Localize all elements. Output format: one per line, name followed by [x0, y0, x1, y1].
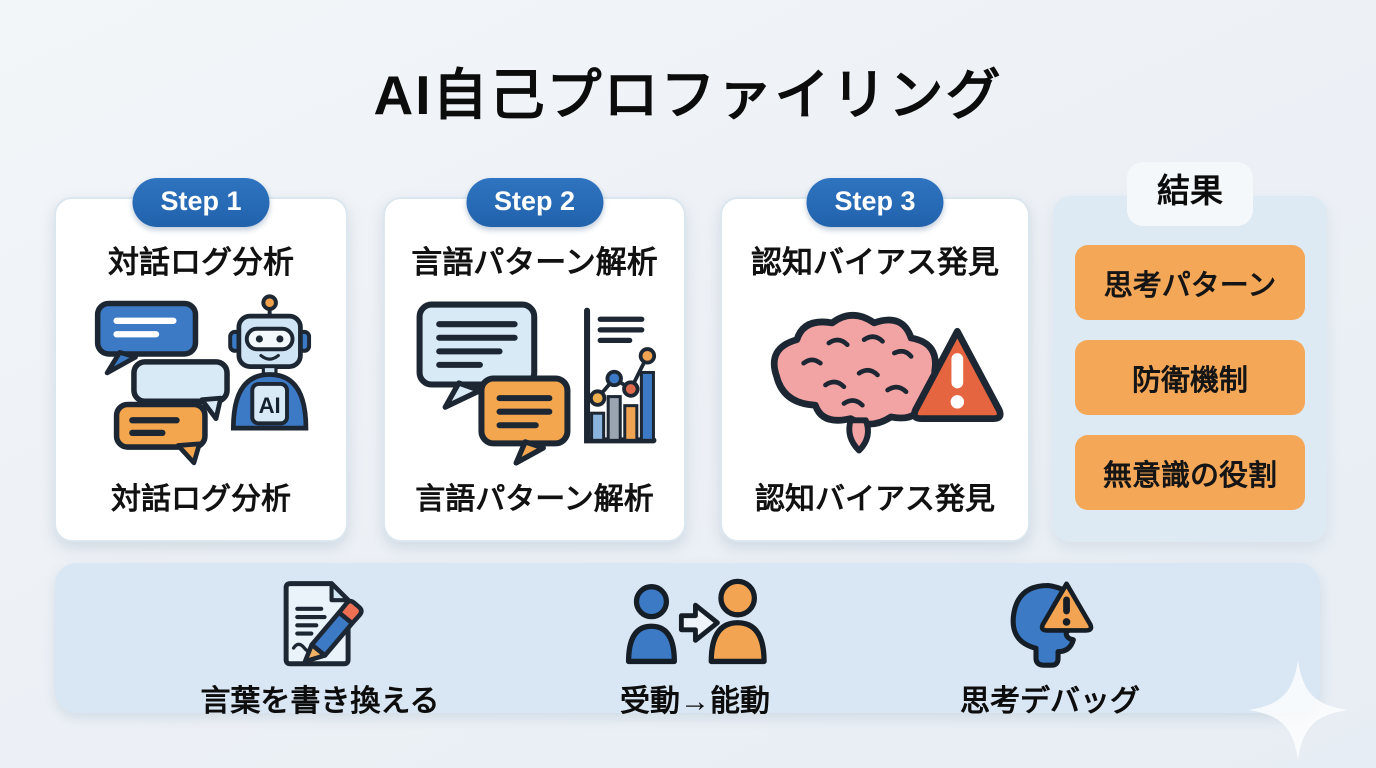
- head-warning-icon: [994, 575, 1106, 672]
- document-pencil-icon: [269, 575, 371, 672]
- page-title: AI自己プロファイリング: [373, 64, 1003, 126]
- step-2-heading: 言語パターン解析: [411, 245, 658, 280]
- results-list: 思考パターン 防衛機制 無意識の役割: [1075, 245, 1305, 530]
- step-1-heading: 対話ログ分析: [108, 245, 294, 280]
- chat-robot-icon: AI: [56, 286, 346, 474]
- band-item-thought-debug: 思考デバッグ: [860, 575, 1240, 720]
- result-box-defense-mechanism: 防衛機制: [1075, 340, 1305, 415]
- step-3-caption: 認知バイアス発見: [755, 483, 995, 516]
- step-3-heading: 認知バイアス発見: [751, 245, 999, 280]
- result-box-thinking-pattern: 思考パターン: [1075, 245, 1305, 320]
- speech-chart-icon: [385, 286, 684, 474]
- result-box-unconscious-role: 無意識の役割: [1075, 435, 1305, 510]
- sparkle-icon: [1248, 660, 1348, 765]
- step-1-badge: Step 1: [132, 178, 270, 227]
- band-item-rewrite-words: 言葉を書き換える: [130, 575, 510, 720]
- band-label-rewrite-words: 言葉を書き換える: [200, 685, 440, 718]
- results-header: 結果: [1127, 162, 1253, 226]
- step-card-2: Step 2 言語パターン解析: [383, 178, 686, 542]
- step-3-badge: Step 3: [806, 178, 944, 227]
- step-1-caption: 対話ログ分析: [111, 483, 291, 516]
- brain-warning-icon: [722, 286, 1028, 474]
- band-item-passive-to-active: 受動→能動: [505, 575, 885, 720]
- band-label-thought-debug: 思考デバッグ: [960, 685, 1140, 718]
- bottom-band: 言葉を書き換える 受動→能動: [55, 563, 1320, 718]
- band-label-passive-to-active: 受動→能動: [620, 685, 770, 718]
- results-panel: 結果 思考パターン 防衛機制 無意識の役割: [1053, 162, 1327, 542]
- step-card-3: Step 3 認知バイアス発見: [720, 178, 1030, 542]
- step-2-badge: Step 2: [465, 178, 604, 227]
- robot-chest-label: AI: [259, 393, 281, 418]
- step-card-1: Step 1 対話ログ分析: [54, 178, 348, 542]
- person-arrow-icon: [615, 575, 775, 672]
- step-2-caption: 言語パターン解析: [415, 483, 654, 516]
